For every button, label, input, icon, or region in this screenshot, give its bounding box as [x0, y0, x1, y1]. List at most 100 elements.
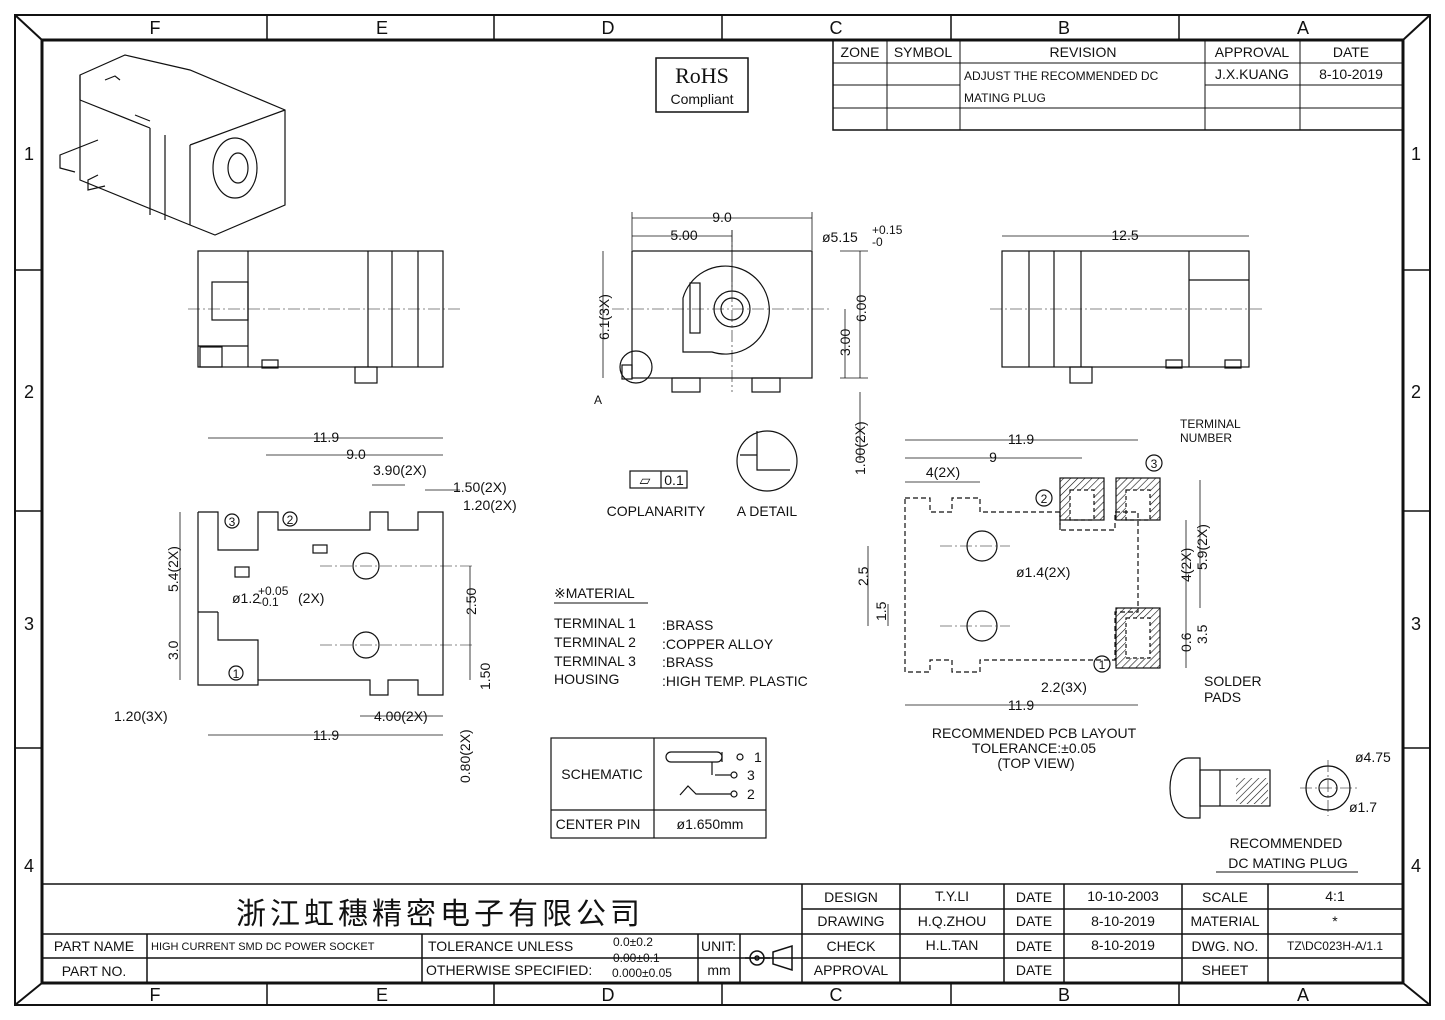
rev-header-approval: APPROVAL [1215, 44, 1290, 60]
scale-value: 4:1 [1325, 888, 1345, 904]
terminal-number-label-1: TERMINAL [1180, 417, 1241, 431]
tolerance-line2: OTHERWISE SPECIFIED: [426, 962, 592, 978]
tolerance-v1: 0.0±0.2 [613, 935, 653, 949]
isometric-view [59, 54, 286, 236]
dim-front-width: 9.0 [712, 209, 732, 225]
tolerance-v3: 0.000±0.05 [612, 966, 672, 980]
detail-marker: A [594, 393, 602, 407]
material-name-3: TERMINAL 3 [554, 653, 636, 669]
col-label-top-f: F [150, 18, 161, 38]
material-name-2: TERMINAL 2 [554, 634, 636, 650]
row-label-left-1: 1 [24, 144, 34, 164]
title-block [42, 883, 1403, 983]
part-no-label: PART NO. [62, 963, 127, 979]
rev-header-symbol: SYMBOL [894, 44, 953, 60]
pcb-terminal-3: 3 [1151, 457, 1158, 471]
center-pin-label: CENTER PIN [556, 816, 641, 832]
scale-label: SCALE [1202, 889, 1248, 905]
terminal-marker-2: 2 [287, 513, 294, 527]
pcb-d59: 5.9(2X) [1194, 524, 1210, 570]
col-label-top-e: E [376, 18, 388, 38]
dim-bottom-hole-tol-plus: +0.05 [258, 584, 289, 598]
dim-pin-tol-minus: -0 [872, 235, 883, 249]
terminal-marker-1: 1 [233, 667, 240, 681]
approval-date-label: DATE [1016, 962, 1052, 978]
rev-approval: J.X.KUANG [1215, 66, 1289, 82]
pcb-d35: 3.5 [1194, 624, 1210, 644]
pcb-overall: 11.9 [1008, 431, 1034, 447]
dim-bottom-30: 3.0 [165, 640, 181, 660]
row-label-right-2: 2 [1411, 382, 1421, 402]
dim-bottom-overall: 11.9 [313, 429, 339, 445]
row-label-right-3: 3 [1411, 614, 1421, 634]
plug-od: ø4.75 [1355, 749, 1391, 765]
pcb-layout [904, 497, 1139, 673]
dim-bottom-hole: ø1.2 [232, 590, 260, 606]
rev-header-date: DATE [1333, 44, 1369, 60]
a-detail-label: A DETAIL [737, 503, 798, 519]
design-date-label: DATE [1016, 889, 1052, 905]
material-value: * [1332, 913, 1338, 929]
sheet-label: SHEET [1202, 962, 1249, 978]
dim-bottom-hole-count: (2X) [298, 590, 324, 606]
drawing-name: H.Q.ZHOU [918, 913, 986, 929]
unit-value: mm [707, 962, 730, 978]
col-label-bottom-f: F [150, 985, 161, 1005]
terminal-marker-3: 3 [229, 515, 236, 529]
approval-label: APPROVAL [814, 962, 889, 978]
dim-bottom-400: 4.00(2X) [374, 708, 428, 724]
row-label-right-1: 1 [1411, 144, 1421, 164]
rev-text-line1: ADJUST THE RECOMMENDED DC [964, 69, 1159, 83]
pcb-d4: 4(2X) [926, 464, 960, 480]
center-pin-value: ø1.650mm [677, 816, 744, 832]
rohs-subtitle: Compliant [670, 91, 733, 107]
dim-pin-dia: ø5.15 [822, 229, 858, 245]
rohs-box [655, 57, 749, 113]
plug-caption-2: DC MATING PLUG [1228, 855, 1348, 871]
pcb-d15: 1.5 [873, 601, 889, 621]
part-name: HIGH CURRENT SMD DC POWER SOCKET [151, 941, 375, 953]
pcb-caption-1: RECOMMENDED PCB LAYOUT [932, 725, 1137, 741]
dim-pin-tol-plus: +0.15 [872, 223, 903, 237]
dim-front-center: 3.00 [837, 329, 853, 356]
design-label: DESIGN [824, 889, 878, 905]
dim-front-offset: 5.00 [670, 227, 697, 243]
coplanarity-value: 0.1 [664, 472, 684, 488]
check-label: CHECK [826, 938, 876, 954]
col-label-top-c: C [830, 18, 843, 38]
rohs-title: RoHS [675, 63, 729, 88]
solder-pads-label-1: SOLDER [1204, 673, 1262, 689]
col-label-top-a: A [1297, 18, 1309, 38]
coplanarity-symbol: ▱ [640, 472, 651, 488]
row-label-left-2: 2 [24, 382, 34, 402]
schematic-table [550, 737, 767, 839]
dim-bottom-150: 1.50(2X) [453, 479, 507, 495]
col-label-bottom-c: C [830, 985, 843, 1005]
material-value-1: :BRASS [662, 617, 713, 633]
material-name-1: TERMINAL 1 [554, 615, 636, 631]
dim-bottom-overall-2: 11.9 [313, 727, 339, 743]
dim-bottom-150b: 1.50 [477, 663, 493, 690]
rev-header-zone: ZONE [841, 44, 880, 60]
material-value-2: :COPPER ALLOY [662, 636, 774, 652]
revision-table [832, 39, 1404, 131]
side-view-right [1001, 250, 1250, 384]
pcb-d9: 9 [989, 449, 997, 465]
col-label-bottom-e: E [376, 985, 388, 1005]
dwg-label: DWG. NO. [1192, 938, 1259, 954]
design-name: T.Y.LI [935, 888, 969, 904]
dim-bottom-390: 3.90(2X) [373, 462, 427, 478]
check-date: 8-10-2019 [1091, 937, 1155, 953]
dim-bottom-54: 5.4(2X) [165, 546, 181, 592]
drawing-date-label: DATE [1016, 913, 1052, 929]
material-value-3: :BRASS [662, 654, 713, 670]
dim-bottom-080: 0.80(2X) [457, 729, 473, 783]
dim-bottom-9: 9.0 [346, 446, 366, 462]
plug-id: ø1.7 [1349, 799, 1377, 815]
row-label-left-3: 3 [24, 614, 34, 634]
pcb-d25: 2.5 [855, 566, 871, 586]
drawing-label: DRAWING [817, 913, 884, 929]
material-block: ※MATERIAL TERMINAL 1 :BRASS TERMINAL 2 :… [554, 585, 808, 689]
material-value-4: :HIGH TEMP. PLASTIC [662, 673, 808, 689]
